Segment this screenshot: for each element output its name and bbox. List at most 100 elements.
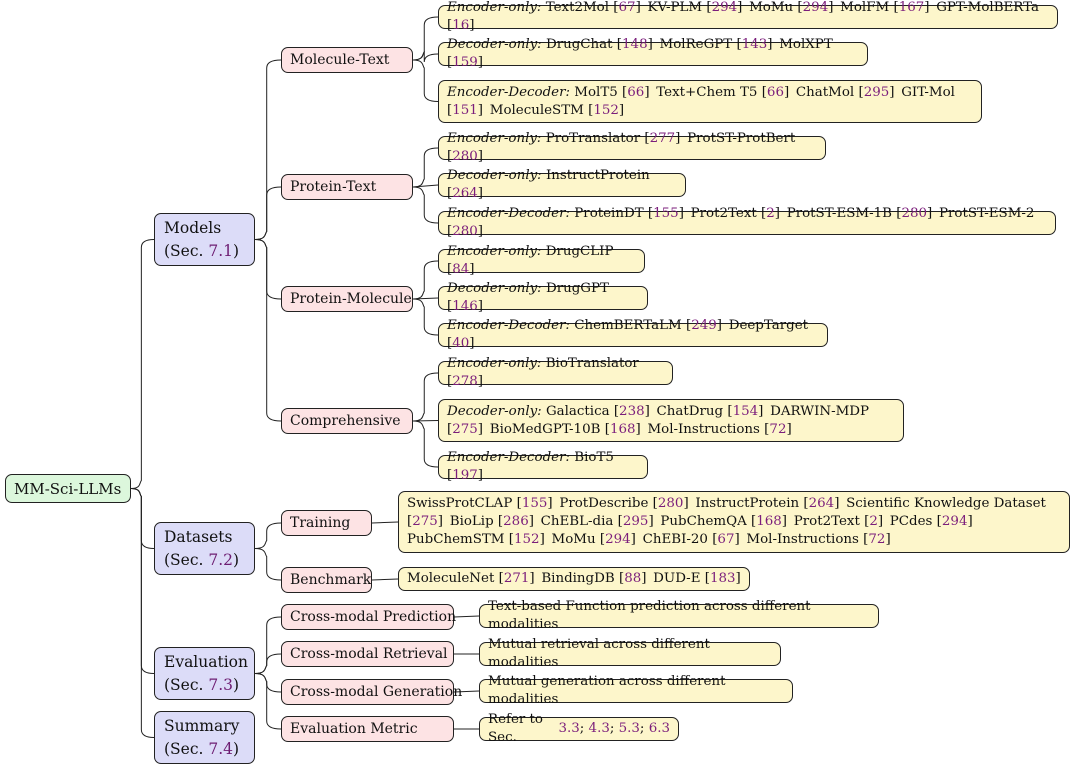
- connector-line: [453, 690, 480, 693]
- reference-item: Galactica [238]: [545, 403, 650, 419]
- model-type-label: Encoder-Decoder:: [447, 450, 571, 466]
- reference-item: ProtDescribe [280]: [559, 496, 689, 512]
- leaf-molecule-text-encoder-decoder: Encoder-Decoder: MolT5 [66] Text+Chem T5…: [438, 80, 982, 123]
- leaf-protein-molecule-encoder: Encoder-only: DrugCLIP [84]: [438, 244, 645, 277]
- leaf-molecule-text-encoder: Encoder-only: Text2Mol [67] KV-PLM [294]…: [438, 0, 1058, 33]
- reference-item: MoMu [294]: [551, 531, 636, 547]
- reference-item: DrugChat [148]: [545, 37, 653, 53]
- leaf-text: Encoder-only: ProTranslator [277] ProtST…: [447, 130, 817, 165]
- leaf-protein-molecule-decoder: Decoder-only: DrugGPT [146]: [438, 281, 648, 314]
- citation-number: 249: [691, 318, 717, 334]
- citation-number: 72: [769, 421, 787, 437]
- connector-line: [371, 578, 399, 581]
- citation-number: 151: [452, 102, 478, 118]
- leaf-text: MoleculeNet [271] BindingDB [88] DUD-E […: [407, 570, 741, 588]
- reference-item: DARWIN-MDP [275]: [447, 403, 870, 437]
- citation-number: 84: [452, 262, 470, 277]
- reference-item: KV-PLM [294]: [647, 0, 743, 16]
- section-summary: Summary (Sec. 7.4): [154, 711, 255, 764]
- citation-number: 148: [622, 37, 648, 53]
- leaf-protein-text-encoder: Encoder-only: ProTranslator [277] ProtST…: [438, 131, 826, 164]
- leaf-protein-molecule-encoder-decoder: Encoder-Decoder: ChemBERTaLM [249] DeepT…: [438, 318, 828, 351]
- reference-item: ChEBI-20 [67]: [642, 531, 740, 547]
- citation-number: 280: [452, 149, 478, 164]
- citation-number: 67: [717, 531, 735, 547]
- citation-number: 275: [452, 421, 478, 437]
- connector-line: [130, 488, 155, 674]
- section-ref: (Sec. 7.1): [164, 241, 240, 260]
- citation-number: 154: [732, 403, 759, 419]
- leaf-text: SwissProtCLAP [155] ProtDescribe [280] I…: [407, 495, 1061, 548]
- subcat-protein-molecule: Protein-Molecule: [281, 286, 413, 312]
- root-node: MM-Sci-LLMs: [5, 474, 131, 503]
- citation-number: 155: [653, 206, 679, 222]
- connector-line: [412, 50, 439, 63]
- connector-line: [254, 673, 282, 730]
- model-type-label: Encoder-only:: [447, 356, 542, 372]
- leaf-datasets-training: SwissProtCLAP [155] ProtDescribe [280] I…: [398, 491, 1070, 553]
- subcat-cross-modal-prediction: Cross-modal Prediction: [281, 604, 456, 630]
- reference-item: PubChemQA [168]: [660, 514, 788, 530]
- model-type-label: Decoder-only:: [447, 403, 542, 419]
- reference-item: DrugCLIP [84]: [447, 244, 614, 277]
- section-ref: (Sec. 7.3): [164, 675, 240, 694]
- citation-number: 183: [709, 571, 736, 587]
- reference-item: PubChemSTM [152]: [407, 531, 545, 547]
- reference-item: MolReGPT [143]: [659, 37, 773, 53]
- subcat-cross-modal-retrieval: Cross-modal Retrieval: [281, 641, 454, 667]
- leaf-text: Encoder-Decoder: ChemBERTaLM [249] DeepT…: [447, 317, 819, 352]
- model-type-label: Decoder-only:: [447, 281, 542, 297]
- section-ref: (Sec. 7.4): [164, 739, 240, 758]
- subcat-protein-text: Protein-Text: [281, 174, 413, 200]
- section-models: Models (Sec. 7.1): [154, 213, 255, 266]
- reference-item: Mol-Instructions [72]: [746, 531, 891, 547]
- leaf-protein-text-encoder-decoder: Encoder-Decoder: ProteinDT [155] Prot2Te…: [438, 206, 1056, 239]
- reference-item: ProTranslator [277]: [545, 131, 681, 147]
- citation-number: 168: [756, 514, 782, 530]
- connector-line: [130, 488, 155, 549]
- leaf-eval-generation: Mutual generation across different modal…: [479, 674, 793, 707]
- leaf-comprehensive-encoder-decoder: Encoder-Decoder: BioT5 [197]: [438, 450, 648, 483]
- leaf-eval-retrieval: Mutual retrieval across different modali…: [479, 637, 781, 670]
- model-type-label: Decoder-only:: [447, 37, 542, 53]
- section-title: Evaluation: [164, 653, 248, 672]
- reference-item: SwissProtCLAP [155]: [407, 496, 553, 512]
- reference-item: BioTranslator [278]: [447, 356, 639, 389]
- citation-number: 66: [766, 84, 784, 100]
- reference-item: DrugGPT [146]: [447, 281, 609, 314]
- section-title: Summary: [164, 717, 240, 736]
- reference-item: BioMedGPT-10B [168]: [489, 421, 641, 437]
- citation-number: 286: [503, 514, 529, 530]
- connector-line: [254, 59, 282, 240]
- citation-number: 295: [622, 514, 649, 530]
- reference-item: PCdes [294]: [889, 514, 973, 530]
- model-type-label: Encoder-only:: [447, 244, 542, 260]
- citation-number: 2: [869, 514, 878, 530]
- subcat-molecule-text: Molecule-Text: [281, 47, 413, 73]
- reference-item: ChEBL-dia [295]: [540, 514, 654, 530]
- citation-number: 280: [452, 224, 478, 239]
- leaf-protein-text-decoder: Decoder-only: InstructProtein [264]: [438, 168, 686, 201]
- connector-line: [412, 59, 439, 102]
- reference-item: Text+Chem T5 [66]: [656, 84, 790, 100]
- root-label: MM-Sci-LLMs: [14, 479, 122, 498]
- leaf-comprehensive-decoder: Decoder-only: Galactica [238] ChatDrug […: [438, 399, 904, 442]
- connector-line: [130, 239, 155, 489]
- subcat-benchmark: Benchmark: [281, 567, 372, 593]
- leaf-comprehensive-encoder: Encoder-only: BioTranslator [278]: [438, 356, 673, 389]
- reference-item: Scientific Knowledge Dataset [275]: [407, 496, 1046, 530]
- reference-item: ProteinDT [155]: [574, 206, 684, 222]
- connector-line: [412, 184, 439, 188]
- leaf-text: Encoder-Decoder: MolT5 [66] Text+Chem T5…: [447, 84, 973, 119]
- citation-number: 271: [503, 571, 530, 587]
- reference-item: ChatMol [295]: [795, 84, 895, 100]
- connector-line: [412, 420, 439, 468]
- connector-line: [412, 260, 439, 300]
- connector-line: [412, 298, 439, 336]
- citation-number: 294: [711, 0, 738, 16]
- leaf-text: Decoder-only: Galactica [238] ChatDrug […: [447, 403, 895, 438]
- connector-line: [254, 653, 282, 674]
- citation-number: 238: [619, 403, 645, 419]
- citation-number: 278: [452, 374, 478, 389]
- connector-line: [412, 186, 439, 224]
